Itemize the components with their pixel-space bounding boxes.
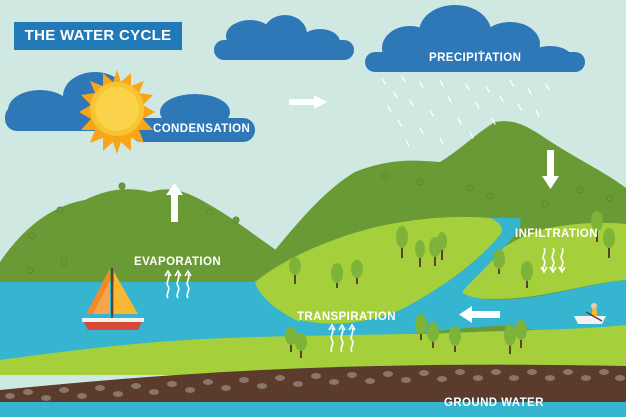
arrow-up-icon: [166, 183, 183, 222]
meadow-trees: [285, 211, 615, 358]
arrow-down-icon: [542, 150, 559, 189]
infiltration-lines-icon: [540, 247, 566, 274]
hill-trees: [26, 172, 614, 274]
label-transpiration: TRANSPIRATION: [297, 311, 396, 323]
right-meadow: [460, 222, 626, 299]
label-condensation: CONDENSATION: [153, 123, 251, 135]
soil-stones: [5, 369, 625, 401]
sailboat-icon: [82, 268, 144, 330]
river: [300, 218, 626, 341]
foreground-grass: [0, 325, 626, 375]
label-ground-water: GROUND WATER: [444, 397, 544, 409]
rowboat-icon: [574, 303, 606, 324]
rain-icon: [381, 75, 550, 147]
steam-icon: [164, 269, 356, 353]
arrow-right-icon: [289, 95, 327, 109]
label-evaporation: EVAPORATION: [134, 256, 222, 268]
arrow-left-icon: [459, 306, 500, 323]
ground-water-layer: [0, 402, 626, 417]
sun-icon: [79, 70, 155, 154]
left-hills: [0, 189, 295, 282]
label-infiltration: INFILTRATION: [515, 228, 598, 240]
cloud-precipitation: [365, 5, 585, 72]
cloud-top-left: [214, 15, 354, 60]
page-title: THE WATER CYCLE: [14, 22, 182, 50]
label-precipitation: PRECIPITATION: [429, 52, 522, 64]
